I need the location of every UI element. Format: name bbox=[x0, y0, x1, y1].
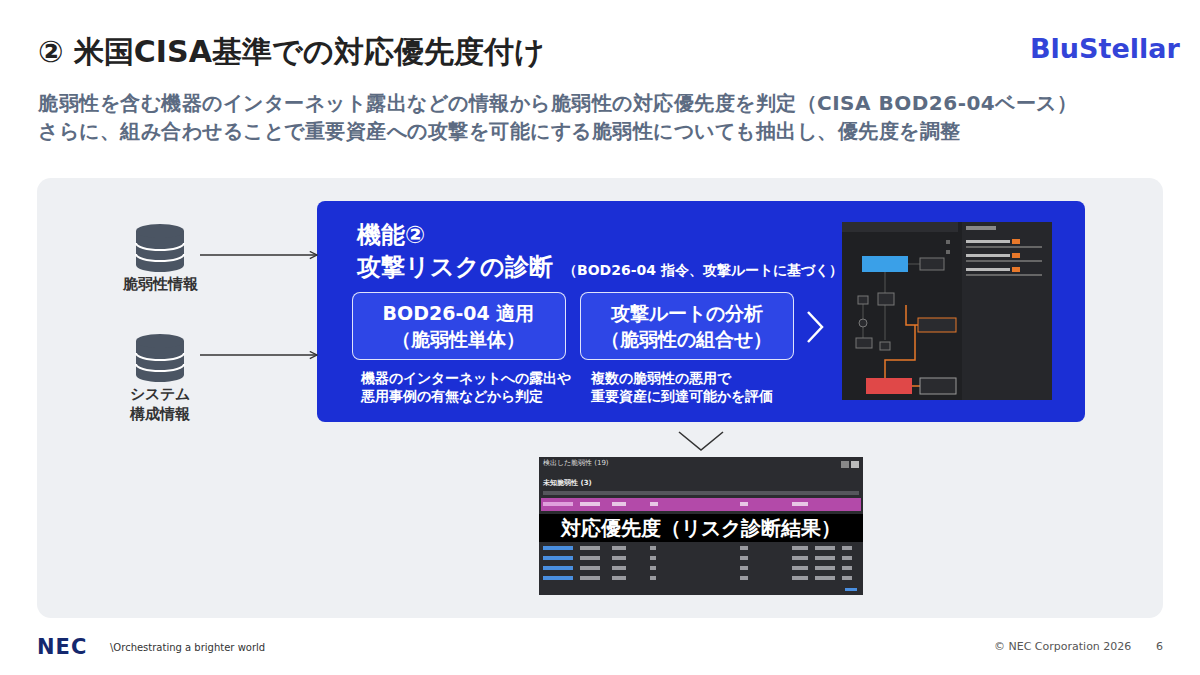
brand-logo: BluStellar bbox=[1030, 32, 1180, 66]
data-source: 脆弱性情報 bbox=[120, 222, 200, 300]
function-title: 攻撃リスクの診断 bbox=[357, 251, 553, 283]
result-band-text: 対応優先度（リスク診断結果） bbox=[539, 514, 863, 542]
function-box: 機能②攻撃リスクの診断 （BOD26-04 指令、攻撃ルートに基づく） BOD26-… bbox=[317, 201, 1085, 422]
gray-panel bbox=[37, 178, 1163, 618]
page-number: 6 bbox=[1156, 640, 1163, 654]
table-heading: 検出した脆弱性 (19) bbox=[543, 459, 609, 468]
data-source: システム 構成情報 bbox=[120, 332, 200, 424]
subtitle-line: 脆弱性を含む機器のインターネット露出などの情報から脆弱性の対応優先度を判定（CI… bbox=[38, 89, 1077, 117]
function-note: （BOD26-04 指令、攻撃ルートに基づく） bbox=[563, 260, 843, 280]
result-screenshot bbox=[539, 457, 863, 595]
brand-slogan: \Orchestrating a brighter world bbox=[110, 641, 265, 655]
process-description: 複数の脆弱性の悪用で 重要資産に到達可能かを評価 bbox=[591, 369, 811, 405]
source-label: システム 構成情報 bbox=[120, 384, 200, 424]
subtitle-line: さらに、組み合わせることで重要資産への攻撃を可能にする脆弱性についても抽出し、優… bbox=[38, 117, 961, 145]
arrow-connector bbox=[200, 354, 317, 355]
process-box: 攻撃ルートの分析 （脆弱性の組合せ）複数の脆弱性の悪用で 重要資産に到達可能かを… bbox=[580, 292, 794, 360]
function-number: 機能② bbox=[357, 219, 425, 251]
chevron-connector bbox=[679, 432, 723, 450]
process-description: 機器のインターネットへの露出や 悪用事例の有無などから判定 bbox=[361, 369, 581, 405]
table-subheading: 未知脆弱性 (3) bbox=[543, 479, 592, 488]
company-logo: NEC bbox=[37, 634, 87, 660]
source-label: 脆弱性情報 bbox=[120, 274, 200, 294]
database-icon bbox=[136, 224, 184, 272]
process-title: BOD26-04 適用 （脆弱性単体） bbox=[353, 300, 564, 352]
process-title: 攻撃ルートの分析 （脆弱性の組合せ） bbox=[581, 300, 792, 352]
slide-title: ② 米国CISA基準での対応優先度付け bbox=[38, 32, 545, 72]
result-panel: 対応優先度（リスク診断結果） bbox=[539, 457, 863, 595]
process-box: BOD26-04 適用 （脆弱性単体）機器のインターネットへの露出や 悪用事例の… bbox=[352, 292, 566, 360]
database-icon bbox=[136, 334, 184, 382]
copyright-note: © NEC Corporation 2026 bbox=[994, 640, 1131, 654]
arrow-connector bbox=[200, 254, 317, 255]
